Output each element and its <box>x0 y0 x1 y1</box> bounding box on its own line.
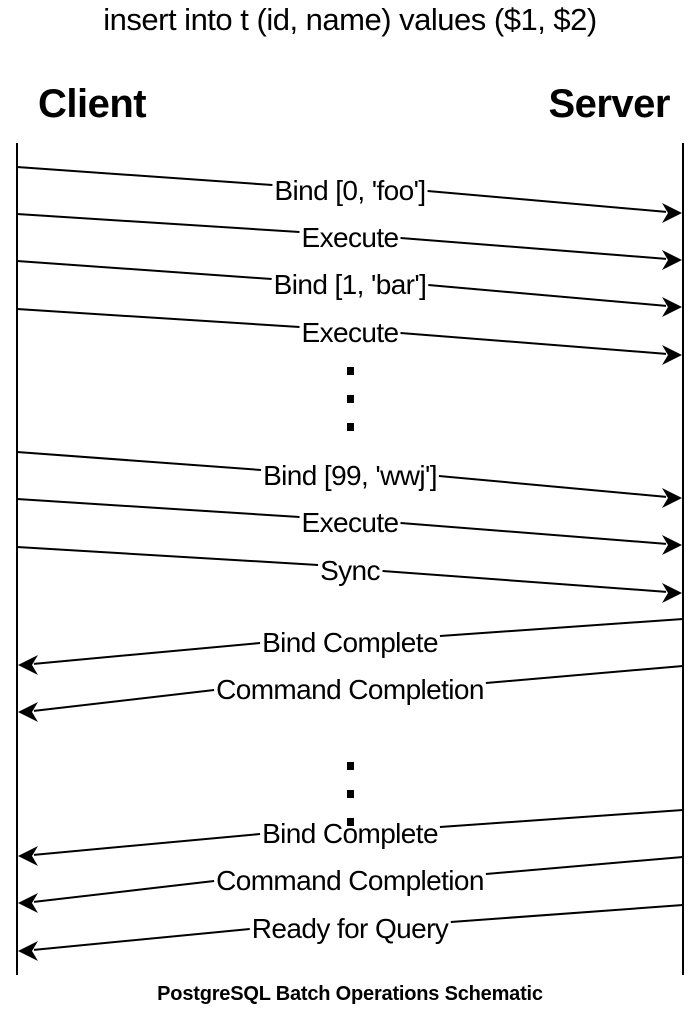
message-response: Bind Complete <box>18 809 684 866</box>
message-line-segment <box>33 880 215 903</box>
ellipsis-dot <box>347 367 354 375</box>
arrowhead-icon <box>662 297 682 317</box>
arrowhead-icon <box>18 702 38 722</box>
message-line-segment <box>438 475 667 498</box>
message-label: Bind [0, 'foo'] <box>274 175 425 206</box>
message-line-segment <box>16 546 319 566</box>
message-line-segment <box>16 260 272 280</box>
diagram-caption: PostgreSQL Batch Operations Schematic <box>157 983 543 1005</box>
message-label: Bind Complete <box>262 818 438 849</box>
arrowhead-icon <box>18 893 38 913</box>
message-request: Bind [1, 'bar'] <box>16 260 682 317</box>
message-label: Bind Complete <box>262 627 438 658</box>
message-label: Ready for Query <box>252 913 449 944</box>
message-request: Execute <box>16 498 682 555</box>
message-line-segment <box>450 904 684 923</box>
server-actor-label: Server <box>548 82 670 126</box>
message-response: Ready for Query <box>18 904 684 961</box>
ellipsis-dot <box>347 423 354 431</box>
message-response: Command Completion <box>18 856 684 913</box>
ellipsis-dot <box>347 790 354 798</box>
message-label: Sync <box>320 555 380 586</box>
message-label: Execute <box>302 317 399 348</box>
message-response: Command Completion <box>18 665 684 722</box>
message-label: Bind [99, 'wwj'] <box>263 460 437 491</box>
message-line-segment <box>485 665 684 684</box>
arrowhead-icon <box>662 488 682 508</box>
arrowhead-icon <box>18 846 38 866</box>
message-line-segment <box>400 237 667 260</box>
message-response: Bind Complete <box>18 618 684 675</box>
message-line-segment <box>16 451 262 471</box>
message-label: Execute <box>302 507 399 538</box>
message-line-segment <box>33 833 261 856</box>
message-request: Bind [0, 'foo'] <box>16 166 682 223</box>
message-label: Execute <box>302 222 399 253</box>
message-line-segment <box>439 809 684 828</box>
arrowhead-icon <box>662 535 682 555</box>
message-line-segment <box>428 284 667 307</box>
message-request: Bind [99, 'wwj'] <box>16 451 682 508</box>
message-line-segment <box>16 166 273 186</box>
message-line-segment <box>400 332 667 355</box>
ellipsis-dot <box>347 818 354 826</box>
message-line-segment <box>485 856 684 875</box>
message-request: Execute <box>16 308 682 365</box>
ellipsis-dots <box>347 367 354 431</box>
message-line-segment <box>382 570 667 593</box>
ellipsis-dots <box>347 762 354 826</box>
sql-statement-title: insert into t (id, name) values ($1, $2) <box>103 2 597 37</box>
client-actor-label: Client <box>38 82 147 126</box>
arrowhead-icon <box>18 655 38 675</box>
message-label: Bind [1, 'bar'] <box>274 269 427 300</box>
arrowhead-icon <box>662 250 682 270</box>
message-line-segment <box>400 522 667 545</box>
message-line-segment <box>427 190 667 213</box>
message-label: Command Completion <box>216 674 484 705</box>
message-line-segment <box>16 213 300 233</box>
ellipsis-dot <box>347 395 354 403</box>
ellipsis-dot <box>347 762 354 770</box>
arrowhead-icon <box>18 941 38 961</box>
message-line-segment <box>33 642 261 665</box>
message-line-segment <box>439 618 684 637</box>
arrowhead-icon <box>662 203 682 223</box>
arrowhead-icon <box>662 583 682 603</box>
message-line-segment <box>33 928 250 951</box>
arrowhead-icon <box>662 345 682 365</box>
message-line-segment <box>33 689 215 712</box>
message-request: Execute <box>16 213 682 270</box>
message-line-segment <box>16 498 300 518</box>
message-label: Command Completion <box>216 865 484 896</box>
message-request: Sync <box>16 546 682 603</box>
message-line-segment <box>16 308 300 328</box>
